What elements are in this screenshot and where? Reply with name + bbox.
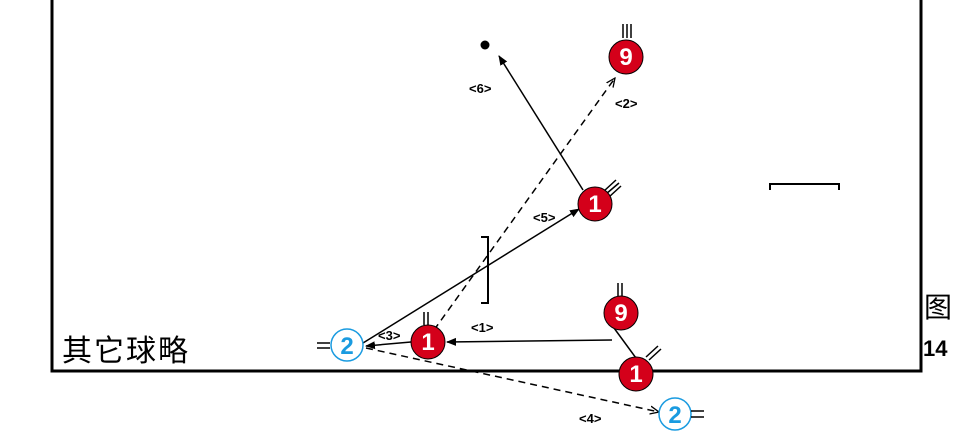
- sequence-label-6: <6>: [469, 81, 492, 96]
- player-number: 2: [340, 333, 353, 360]
- player-number: 1: [588, 191, 601, 218]
- run-line-6: [498, 55, 584, 191]
- sequence-label-2: <2>: [615, 96, 638, 111]
- player-blue-2-left: 2: [317, 328, 364, 362]
- goal-marker-bracket: [481, 236, 489, 304]
- sequence-label-4: <4>: [579, 411, 602, 426]
- player-number: 9: [614, 300, 627, 327]
- sequence-label-3: <3>: [378, 328, 401, 343]
- player-number: 1: [629, 361, 642, 388]
- pass-line-4: [365, 347, 659, 412]
- player-number: 1: [421, 329, 434, 356]
- player-number: 9: [619, 44, 632, 71]
- field-boundary: [50, 0, 923, 373]
- sequence-label-1: <1>: [471, 320, 494, 335]
- figure-number: 14: [923, 336, 948, 361]
- player-red-9-top: 9: [608, 24, 644, 75]
- target-point: [480, 40, 490, 50]
- pass-line-1: [446, 337, 613, 346]
- player-red-9-low: 9: [603, 283, 639, 331]
- sequence-label-5: <5>: [533, 210, 556, 225]
- pass-line-2: [433, 78, 615, 331]
- goal-marker-top: [769, 183, 840, 190]
- player-red-1-front: 1: [410, 312, 446, 360]
- figure-label: 图: [924, 291, 953, 324]
- player-red-1-mid: 1: [577, 179, 622, 222]
- diagram-caption: 其它球略: [62, 334, 190, 369]
- run-line-low-1: [613, 327, 637, 359]
- player-number: 2: [668, 402, 681, 429]
- pass-line-3: [365, 341, 412, 350]
- player-red-1-low: 1: [618, 345, 662, 392]
- player-blue-2-right: 2: [658, 397, 704, 431]
- pass-line-5: [362, 208, 580, 344]
